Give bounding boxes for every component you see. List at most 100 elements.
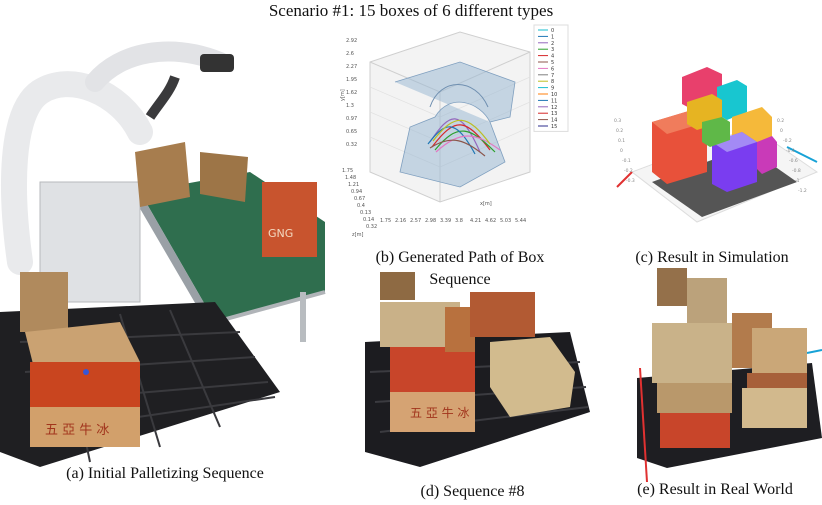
cardboard-box xyxy=(200,152,248,202)
svg-text:1.3: 1.3 xyxy=(346,103,354,109)
caption-b-line2: Sequence xyxy=(429,271,491,288)
legend-label: 4 xyxy=(551,54,554,60)
svg-text:2.27: 2.27 xyxy=(346,64,357,70)
caption-e: (e) Result in Real World xyxy=(637,481,793,498)
robot-scene-illustration: GNG 五 亞 牛 冰 xyxy=(0,41,326,467)
svg-text:3.39: 3.39 xyxy=(440,218,451,224)
legend-label: 11 xyxy=(551,98,557,104)
cardboard-box xyxy=(657,383,732,413)
svg-text:-1: -1 xyxy=(795,178,800,184)
simulation-render: 0.3 0.2 0.1 0 -0.1 -0.2 -0.3 0.2 0 -0.2 … xyxy=(614,67,819,223)
svg-text:x[m]: x[m] xyxy=(480,201,492,207)
cardboard-box xyxy=(380,272,415,300)
cardboard-box xyxy=(390,347,475,392)
svg-text:2.98: 2.98 xyxy=(425,218,436,224)
svg-text:0.4: 0.4 xyxy=(357,203,365,209)
cardboard-box xyxy=(30,362,140,407)
svg-text:0.3: 0.3 xyxy=(614,118,621,124)
legend-label: 9 xyxy=(551,86,554,92)
svg-text:0.32: 0.32 xyxy=(346,142,357,148)
real-world-photo xyxy=(637,268,822,483)
legend-label: 15 xyxy=(551,124,557,130)
svg-text:-0.2: -0.2 xyxy=(624,168,633,174)
svg-text:-0.1: -0.1 xyxy=(622,158,631,164)
panel-real-world-result: (e) Result in Real World xyxy=(612,268,822,505)
svg-text:0.2: 0.2 xyxy=(616,128,623,134)
svg-text:0.97: 0.97 xyxy=(346,116,357,122)
legend-label: 8 xyxy=(551,79,554,85)
caption-b-line1: (b) Generated Path of Box xyxy=(375,249,545,266)
svg-text:0.2: 0.2 xyxy=(777,118,784,124)
legend-label: 5 xyxy=(551,60,554,66)
panel-simulation-result: 0.3 0.2 0.1 0 -0.1 -0.2 -0.3 0.2 0 -0.2 … xyxy=(612,22,822,272)
svg-text:0.1: 0.1 xyxy=(618,138,625,144)
svg-text:-0.8: -0.8 xyxy=(792,168,801,174)
caption-d: (d) Sequence #8 xyxy=(420,483,525,500)
svg-text:0.14: 0.14 xyxy=(363,217,374,223)
caption-a: (a) Initial Palletizing Sequence xyxy=(66,465,264,482)
panel-initial-sequence: GNG 五 亞 牛 冰 (a) Initial Palletizing Sequ… xyxy=(0,22,330,482)
svg-text:2.57: 2.57 xyxy=(410,218,421,224)
svg-text:-0.6: -0.6 xyxy=(789,158,798,164)
svg-text:-1.2: -1.2 xyxy=(798,188,807,194)
svg-text:0: 0 xyxy=(620,148,623,154)
svg-text:-0.2: -0.2 xyxy=(783,138,792,144)
sequence-8-photo: 五 亞 牛 冰 xyxy=(365,272,590,467)
cardboard-box xyxy=(742,388,807,428)
cardboard-box xyxy=(470,292,535,337)
svg-text:1.75: 1.75 xyxy=(380,218,391,224)
legend-label: 1 xyxy=(551,34,554,40)
svg-text:y[m]: y[m] xyxy=(340,89,346,101)
svg-text:z[m]: z[m] xyxy=(352,232,363,238)
svg-text:0: 0 xyxy=(780,128,783,134)
svg-text:4.21: 4.21 xyxy=(470,218,481,224)
sim-box xyxy=(757,136,777,174)
svg-text:GNG: GNG xyxy=(268,227,293,240)
svg-text:0.32: 0.32 xyxy=(366,224,377,230)
svg-text:1.95: 1.95 xyxy=(346,77,357,83)
cardboard-box xyxy=(657,268,687,306)
legend-label: 7 xyxy=(551,73,554,79)
svg-text:0.65: 0.65 xyxy=(346,129,357,135)
svg-text:2.16: 2.16 xyxy=(395,218,406,224)
svg-text:五 亞 牛 冰: 五 亞 牛 冰 xyxy=(45,423,109,438)
svg-text:2.92: 2.92 xyxy=(346,38,357,44)
cardboard-box xyxy=(652,323,732,383)
svg-text:0.67: 0.67 xyxy=(354,196,365,202)
legend-label: 12 xyxy=(551,105,557,111)
caption-c: (c) Result in Simulation xyxy=(635,249,789,266)
legend-label: 2 xyxy=(551,41,554,47)
svg-text:-0.4: -0.4 xyxy=(786,148,795,154)
legend-label: 14 xyxy=(551,118,557,124)
sim-box xyxy=(702,117,730,147)
panel-sequence-8: 五 亞 牛 冰 (d) Sequence #8 xyxy=(350,272,595,505)
legend-label: 10 xyxy=(551,92,557,98)
cardboard-box xyxy=(490,337,575,417)
svg-text:-0.3: -0.3 xyxy=(626,178,635,184)
trajectories xyxy=(427,118,501,157)
legend-label: 6 xyxy=(551,66,554,72)
legend-label: 3 xyxy=(551,47,554,53)
panel-generated-path: 2.92 2.6 2.27 1.95 1.62 1.3 0.97 0.65 0.… xyxy=(340,22,580,292)
legend-label: 0 xyxy=(551,28,554,34)
cardboard-box xyxy=(660,413,730,448)
cardboard-box xyxy=(687,278,727,323)
cardboard-box xyxy=(20,272,68,332)
svg-text:1.21: 1.21 xyxy=(348,182,359,188)
svg-text:1.75: 1.75 xyxy=(342,168,353,174)
svg-text:5.03: 5.03 xyxy=(500,218,511,224)
svg-text:0.94: 0.94 xyxy=(351,189,362,195)
cardboard-box xyxy=(262,182,317,257)
cardboard-box xyxy=(752,328,807,373)
svg-text:1.48: 1.48 xyxy=(345,175,356,181)
robot-arm xyxy=(1,71,153,275)
svg-text:3.8: 3.8 xyxy=(455,218,463,224)
svg-text:五 亞 牛 冰: 五 亞 牛 冰 xyxy=(410,405,469,420)
figure-title: Scenario #1: 15 boxes of 6 different typ… xyxy=(268,1,554,20)
path-3d-plot: 2.92 2.6 2.27 1.95 1.62 1.3 0.97 0.65 0.… xyxy=(340,24,569,238)
svg-text:1.62: 1.62 xyxy=(346,90,357,96)
svg-text:4.62: 4.62 xyxy=(485,218,496,224)
svg-text:0.13: 0.13 xyxy=(360,210,371,216)
svg-text:2.6: 2.6 xyxy=(346,51,354,57)
